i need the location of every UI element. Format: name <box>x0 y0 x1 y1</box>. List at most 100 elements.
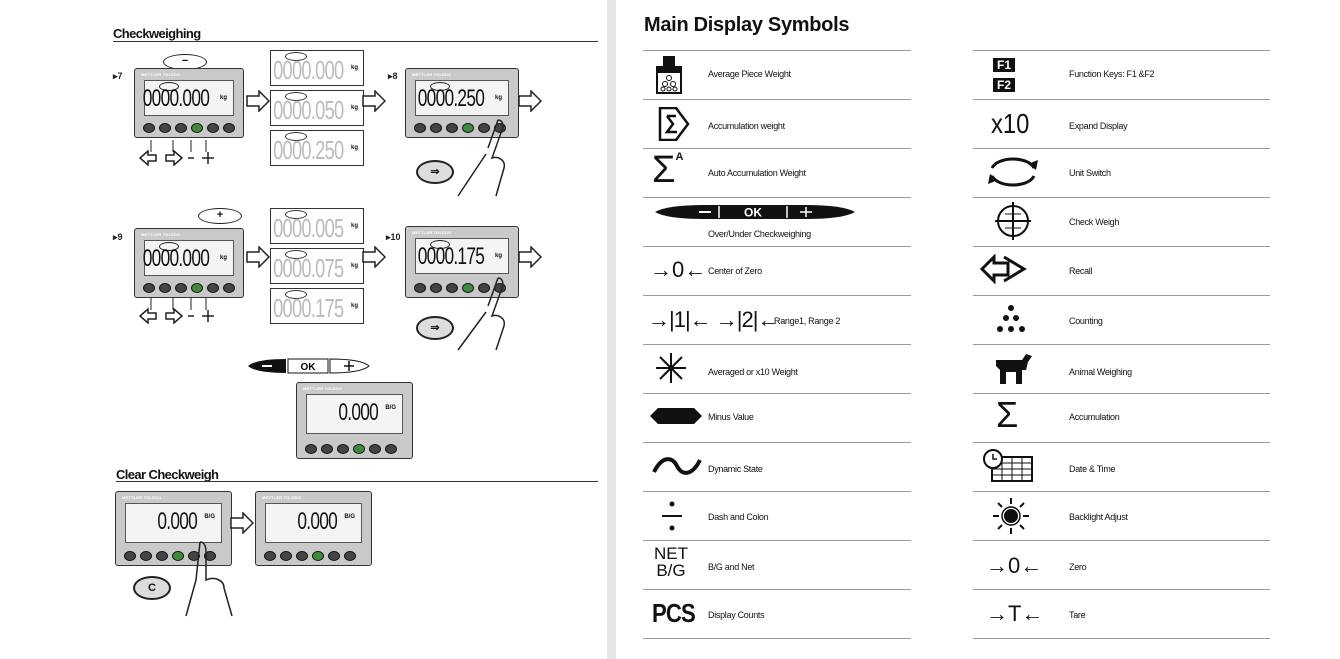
weight-readout: 0000.005 <box>272 213 344 243</box>
unit-label: kg <box>494 95 502 101</box>
center-of-zero-icon: →0← <box>650 257 707 282</box>
key-f2[interactable] <box>430 123 442 133</box>
net-text: NET <box>654 544 688 563</box>
key-f2[interactable] <box>430 283 442 293</box>
key-c[interactable] <box>328 551 340 561</box>
ok-label: OK <box>744 206 762 220</box>
animal-weighing-icon <box>996 354 1032 384</box>
key-c[interactable] <box>188 551 200 561</box>
key-tare[interactable] <box>191 283 203 293</box>
row-rule <box>643 638 911 639</box>
brand-label: METTLER TOLEDO <box>303 386 343 391</box>
key-zero[interactable] <box>296 551 308 561</box>
plus-tag <box>285 250 307 259</box>
key-f1[interactable] <box>264 551 276 561</box>
arrow-right-icon <box>246 246 270 268</box>
minus-tag <box>285 52 307 61</box>
key-zero[interactable] <box>446 283 458 293</box>
key-f1[interactable] <box>124 551 136 561</box>
symbol-label: Date & Time <box>1069 464 1116 474</box>
key-f2[interactable] <box>159 123 171 133</box>
key-zero[interactable] <box>446 123 458 133</box>
key-tare[interactable] <box>462 123 474 133</box>
symbol-label: Center of Zero <box>708 266 762 276</box>
step-number: ▸8 <box>388 71 398 81</box>
nav-arrows <box>138 298 214 324</box>
expand-display-icon: x10 <box>991 108 1030 139</box>
key-print[interactable] <box>344 551 356 561</box>
row-rule <box>973 442 1270 443</box>
key-f1[interactable] <box>414 123 426 133</box>
unit-label: kg <box>350 223 358 229</box>
scale-unit: METTLER TOLEDO 0.000 B/G <box>115 491 232 566</box>
key-zero[interactable] <box>175 283 187 293</box>
scale-unit: METTLER TOLEDO 0000.000 kg <box>134 68 244 138</box>
key-f2[interactable] <box>140 551 152 561</box>
key-zero[interactable] <box>156 551 168 561</box>
key-print[interactable] <box>223 123 235 133</box>
dynamic-state-icon <box>652 457 702 475</box>
row-rule <box>643 491 911 492</box>
key-print[interactable] <box>223 283 235 293</box>
key-tare[interactable] <box>462 283 474 293</box>
keypad <box>414 123 506 133</box>
key-print[interactable] <box>385 444 397 454</box>
unit-label: kg <box>350 145 358 151</box>
row-rule <box>973 393 1270 394</box>
key-f1[interactable] <box>414 283 426 293</box>
unit-label: kg <box>219 255 227 261</box>
key-zero[interactable] <box>337 444 349 454</box>
ok-label: OK <box>301 362 317 373</box>
print-button[interactable]: ⇒ <box>416 160 454 184</box>
key-tare[interactable] <box>353 444 365 454</box>
row-rule <box>643 295 911 296</box>
weight-readout: 0.000 <box>338 399 378 426</box>
plus-tag <box>285 210 307 219</box>
weight-readout: 0000.075 <box>272 253 344 283</box>
row-rule <box>643 50 911 51</box>
key-f2[interactable] <box>321 444 333 454</box>
symbol-label: Auto Accumulation Weight <box>708 168 806 178</box>
weight-readout: 0000.175 <box>272 293 344 323</box>
arrow-right-icon <box>362 246 386 268</box>
row-rule <box>643 589 911 590</box>
key-f1[interactable] <box>143 123 155 133</box>
row-rule <box>973 50 1270 51</box>
weight-readout: 0.000 <box>297 508 337 535</box>
key-f1[interactable] <box>143 283 155 293</box>
key-tare[interactable] <box>312 551 324 561</box>
key-zero[interactable] <box>175 123 187 133</box>
brand-label: METTLER TOLEDO <box>141 72 181 77</box>
key-print[interactable] <box>204 551 216 561</box>
print-button[interactable]: ⇒ <box>416 316 454 340</box>
bg-label: B/G <box>204 514 215 520</box>
key-c[interactable] <box>207 283 219 293</box>
key-tare[interactable] <box>191 123 203 133</box>
row-rule <box>643 344 911 345</box>
key-c[interactable] <box>478 283 490 293</box>
weight-readout: 0000.050 <box>272 95 344 125</box>
key-f2[interactable] <box>159 283 171 293</box>
key-f1[interactable] <box>305 444 317 454</box>
key-c[interactable] <box>369 444 381 454</box>
key-c[interactable] <box>478 123 490 133</box>
arrow-right-icon <box>518 246 542 268</box>
dash-colon-icon <box>662 501 682 531</box>
counting-icon <box>997 305 1025 332</box>
key-c[interactable] <box>207 123 219 133</box>
net-bg-icon: NET B/G <box>654 545 688 579</box>
step-number: ▸7 <box>113 71 123 81</box>
key-f2[interactable] <box>280 551 292 561</box>
hand-pointer-icon <box>457 277 506 351</box>
symbol-label: Zero <box>1069 562 1087 572</box>
function-keys-icon: F1 F2 <box>993 58 1015 92</box>
c-button[interactable]: C <box>133 576 171 600</box>
arrow-right-icon <box>246 90 270 112</box>
brand-label: METTLER TOLEDO <box>412 72 452 77</box>
accumulation-weight-icon <box>658 107 690 141</box>
row-rule <box>973 246 1270 247</box>
unit-label: kg <box>350 65 358 71</box>
key-tare[interactable] <box>172 551 184 561</box>
